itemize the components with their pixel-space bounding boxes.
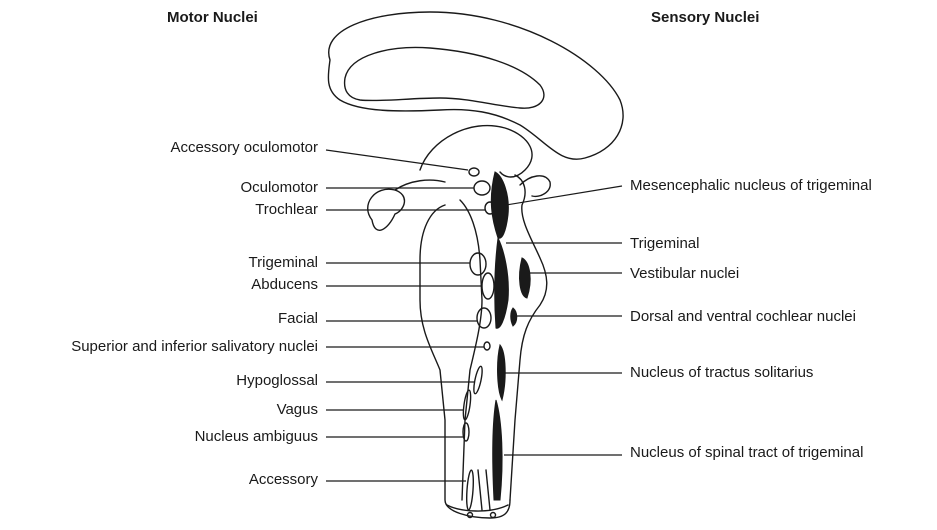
tractus-solitarius-nucleus bbox=[498, 345, 506, 400]
hemisphere-outline bbox=[328, 12, 623, 159]
salivatory-nucleus bbox=[484, 342, 490, 350]
accessory-oculomotor-nucleus bbox=[469, 168, 479, 176]
facial-nucleus bbox=[477, 308, 491, 328]
trigeminal-sensory-nucleus bbox=[495, 238, 509, 328]
hypoglossal-nucleus bbox=[472, 366, 484, 395]
ventricle-outline bbox=[345, 47, 544, 108]
midbrain-outline bbox=[420, 126, 532, 177]
cochlear-nuclei bbox=[511, 308, 517, 326]
trigeminal-motor-nucleus bbox=[470, 253, 486, 275]
oculomotor-nucleus bbox=[474, 181, 490, 195]
abducens-nucleus bbox=[482, 273, 494, 299]
vestibular-nuclei bbox=[520, 258, 531, 298]
brainstem-dorsal-outline bbox=[510, 175, 547, 500]
leader-mesencephalic-trigeminal bbox=[506, 186, 622, 205]
leader-accessory-oculomotor bbox=[326, 150, 468, 170]
accessory-nucleus bbox=[466, 470, 475, 510]
spinal-trigeminal-nucleus bbox=[493, 400, 502, 500]
mesencephalic-trigeminal-nucleus bbox=[491, 172, 508, 238]
